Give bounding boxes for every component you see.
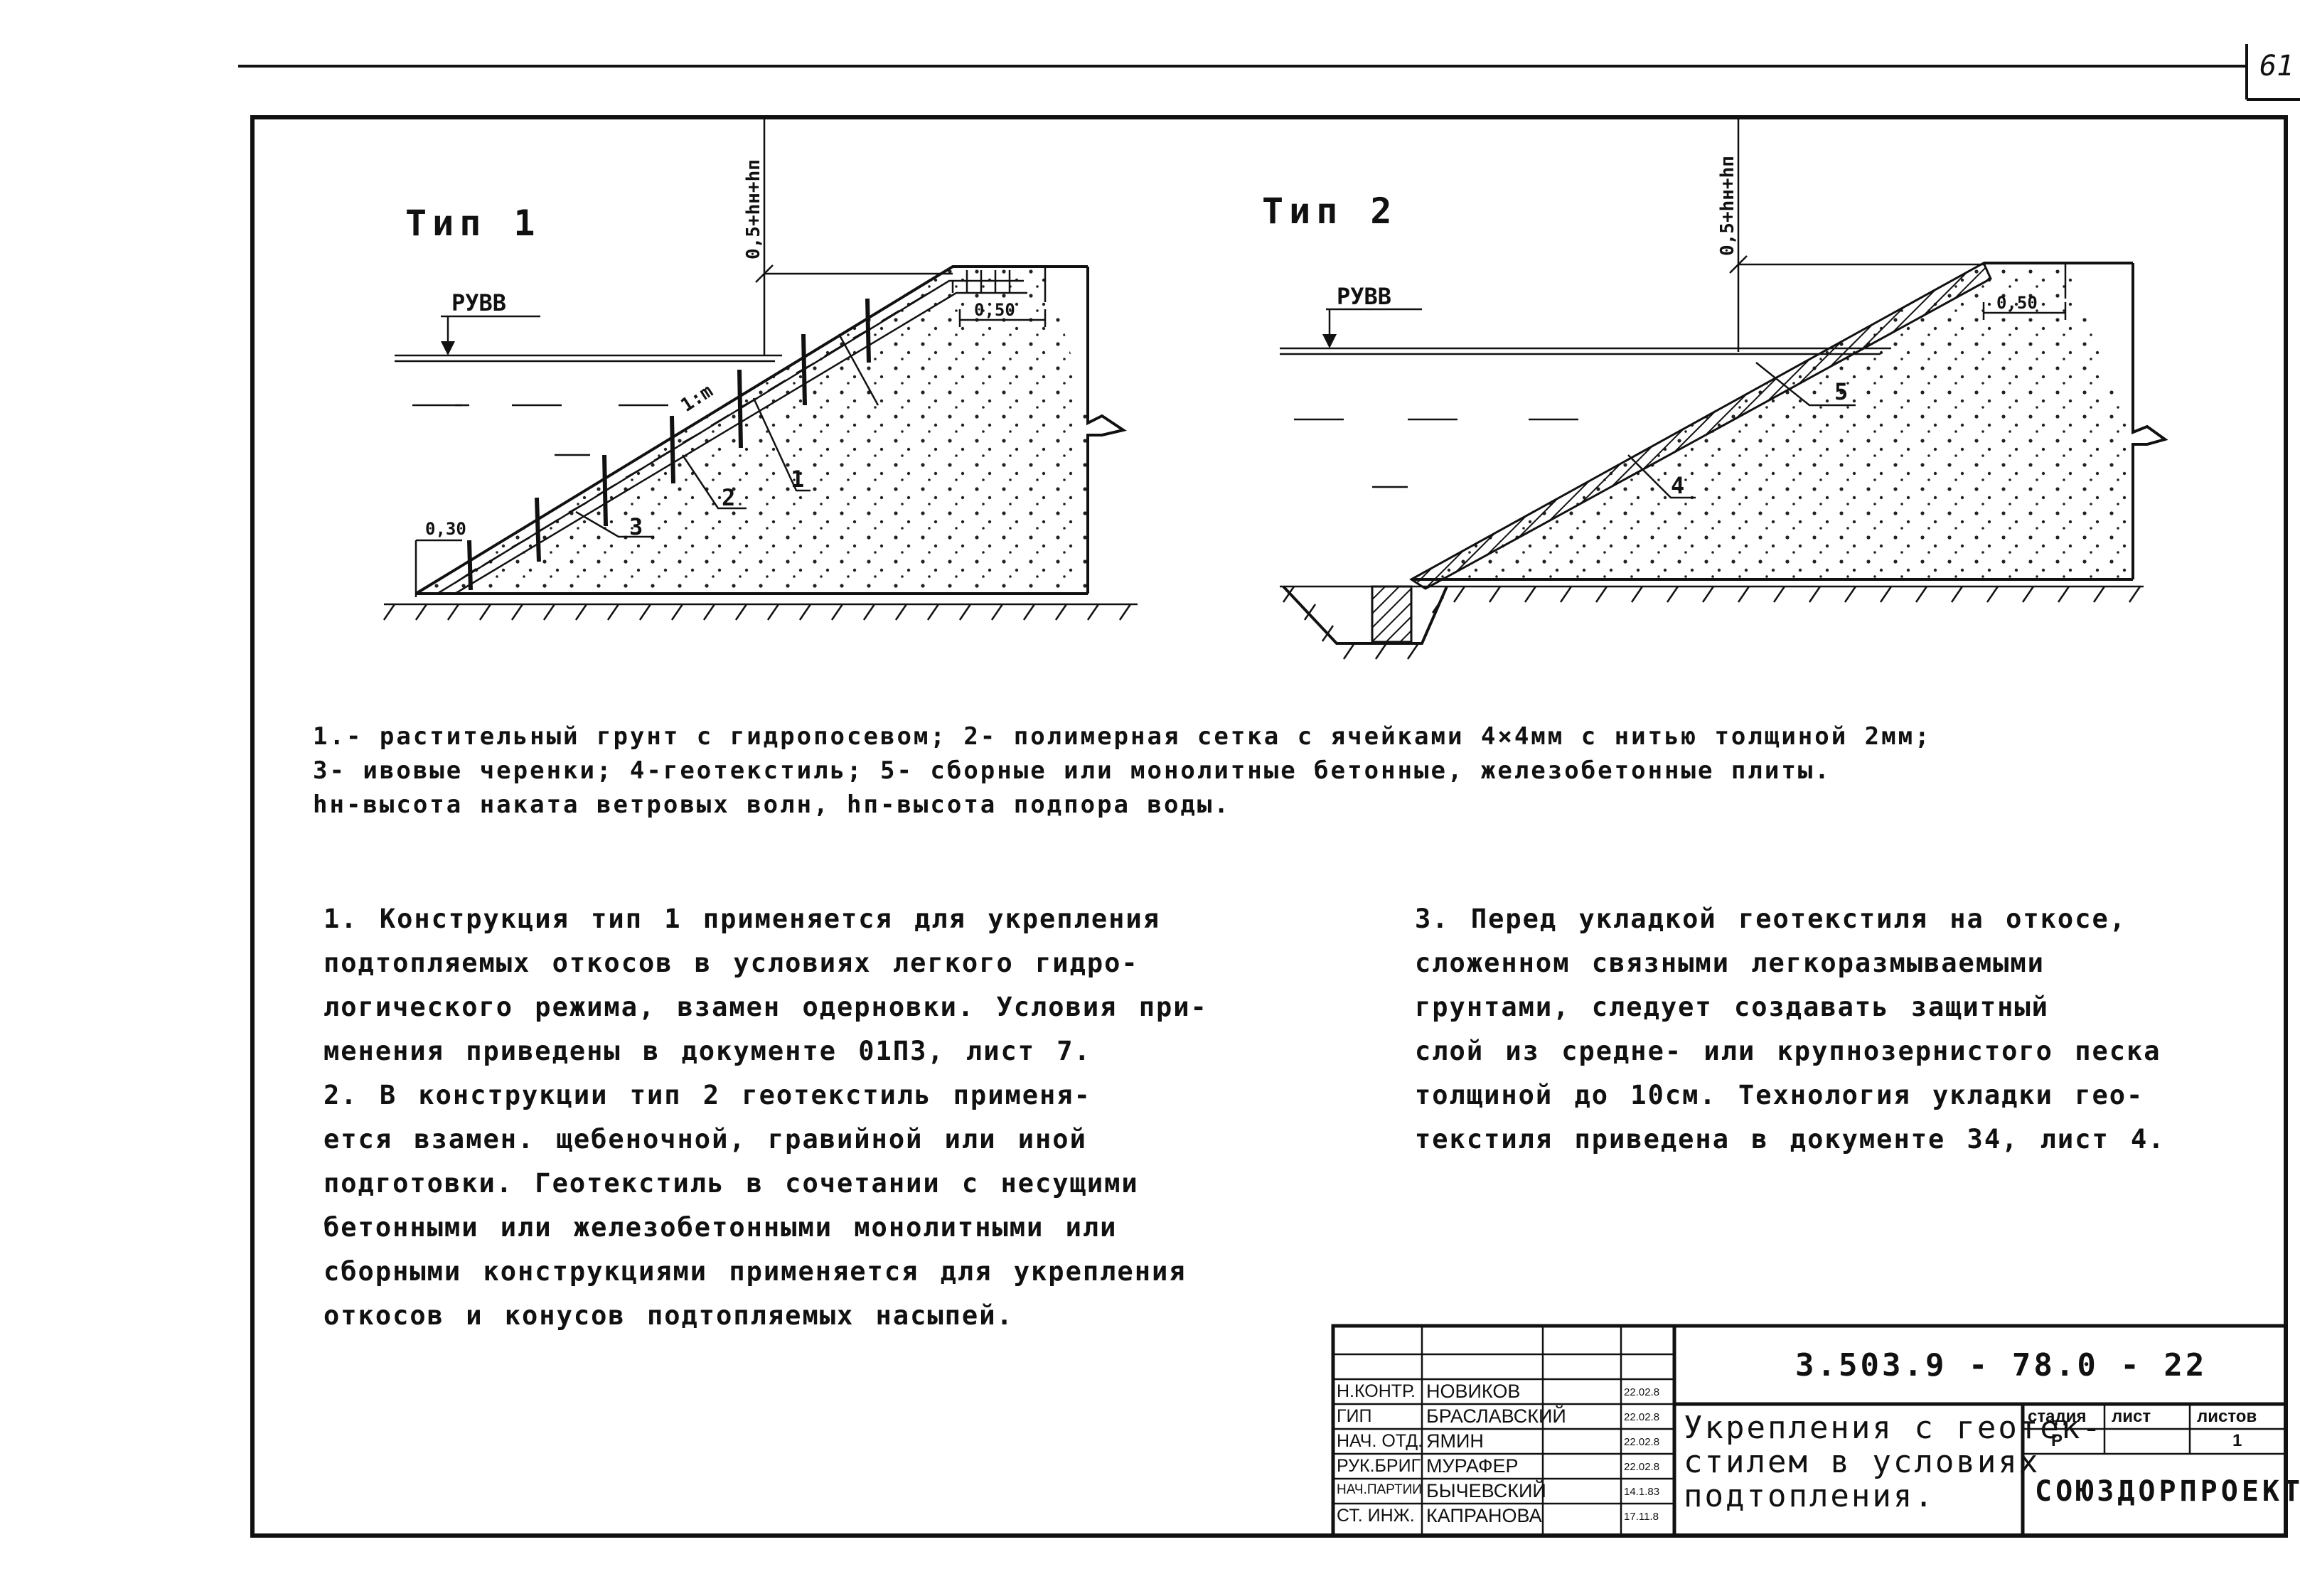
legend: 1.- растительный грунт с гидропосевом; 2… (313, 719, 1932, 822)
stage-header: стадия (2028, 1407, 2087, 1426)
sig-name-1: НОВИКОВ (1426, 1381, 1521, 1402)
page-number: 61 (2259, 50, 2294, 82)
legend-line-2: 3- ивовые черенки; 4-геотекстиль; 5- сбо… (313, 756, 1831, 785)
sheet-header: лист (2112, 1407, 2151, 1426)
type1-berm-dimension: 0,50 (974, 300, 1015, 320)
legend-line-3: hн-высота наката ветровых волн, hп-высот… (313, 791, 1231, 819)
type2-callout-4: 4 (1671, 472, 1684, 499)
sig-role-3: НАЧ. ОТД. (1337, 1431, 1423, 1451)
type2-drawing: РУВВ 0,5+hн+hп 0,50 5 4 (1280, 117, 2168, 660)
sig-role-5: НАЧ.ПАРТИИ (1337, 1482, 1422, 1497)
sig-name-2: БРАСЛАВСКИЙ (1426, 1405, 1566, 1427)
sig-date-4: 22.02.8 (1624, 1461, 1660, 1473)
document-code: 3.503.9 - 78.0 - 22 (1795, 1347, 2208, 1383)
sheets-header: листов (2197, 1407, 2257, 1426)
sig-role-4: РУК.БРИГ (1337, 1456, 1421, 1476)
sig-role-1: Н.КОНТР. (1337, 1381, 1416, 1401)
drawing-title: Укрепления с геотек- стилем в условиях п… (1684, 1410, 2103, 1514)
notes-1-2: 1. Конструкция тип 1 применяется для укр… (323, 904, 1208, 1331)
sig-date-1: 22.02.8 (1624, 1386, 1660, 1398)
stage-value: Р (2051, 1431, 2063, 1450)
type1-height-dimension: 0,5+hн+hп (743, 159, 764, 259)
type2-height-dimension: 0,5+hн+hп (1717, 156, 1738, 256)
sig-role-6: СТ. ИНЖ. (1337, 1506, 1415, 1526)
sig-name-5: БЫЧЕВСКИЙ (1426, 1480, 1546, 1501)
note-3: 3. Перед укладкой геотекстиля на откосе,… (1415, 904, 2166, 1155)
sig-name-4: МУРАФЕР (1426, 1455, 1519, 1477)
type1-water-level: РУВВ (451, 289, 506, 316)
sheet-frame (250, 115, 2288, 1538)
sig-date-6: 17.11.8 (1624, 1511, 1659, 1523)
sheets-value: 1 (2232, 1431, 2242, 1450)
type2-callout-5: 5 (1834, 378, 1848, 405)
type1-toe-dimension: 0,30 (425, 519, 466, 539)
type1-callout-1: 1 (791, 466, 804, 493)
type1-title: Тип 1 (405, 203, 541, 244)
type1-slope-label: 1:m (677, 380, 717, 417)
sig-date-5: 14.1.83 (1624, 1486, 1660, 1498)
title-block-grid (1331, 1324, 2288, 1538)
sig-name-3: ЯМИН (1426, 1430, 1484, 1452)
sig-role-2: ГИП (1337, 1406, 1372, 1426)
sig-date-3: 22.02.8 (1624, 1436, 1660, 1448)
type1-callout-2: 2 (722, 484, 735, 511)
type2-water-level: РУВВ (1337, 283, 1391, 310)
legend-line-1: 1.- растительный грунт с гидропосевом; 2… (313, 722, 1932, 751)
type2-berm-dimension: 0,50 (1996, 293, 2038, 313)
type1-drawing: РУВВ 0,5+hн+hп 0,50 0,30 1:m 1 2 3 (383, 117, 1138, 621)
sig-name-6: КАПРАНОВА (1426, 1505, 1542, 1526)
sig-date-2: 22.02.8 (1624, 1411, 1660, 1423)
type1-callout-3: 3 (629, 513, 643, 540)
organization: СОЮЗДОРПРОЕКТ (2035, 1475, 2300, 1508)
type2-title: Тип 2 (1262, 191, 1398, 232)
